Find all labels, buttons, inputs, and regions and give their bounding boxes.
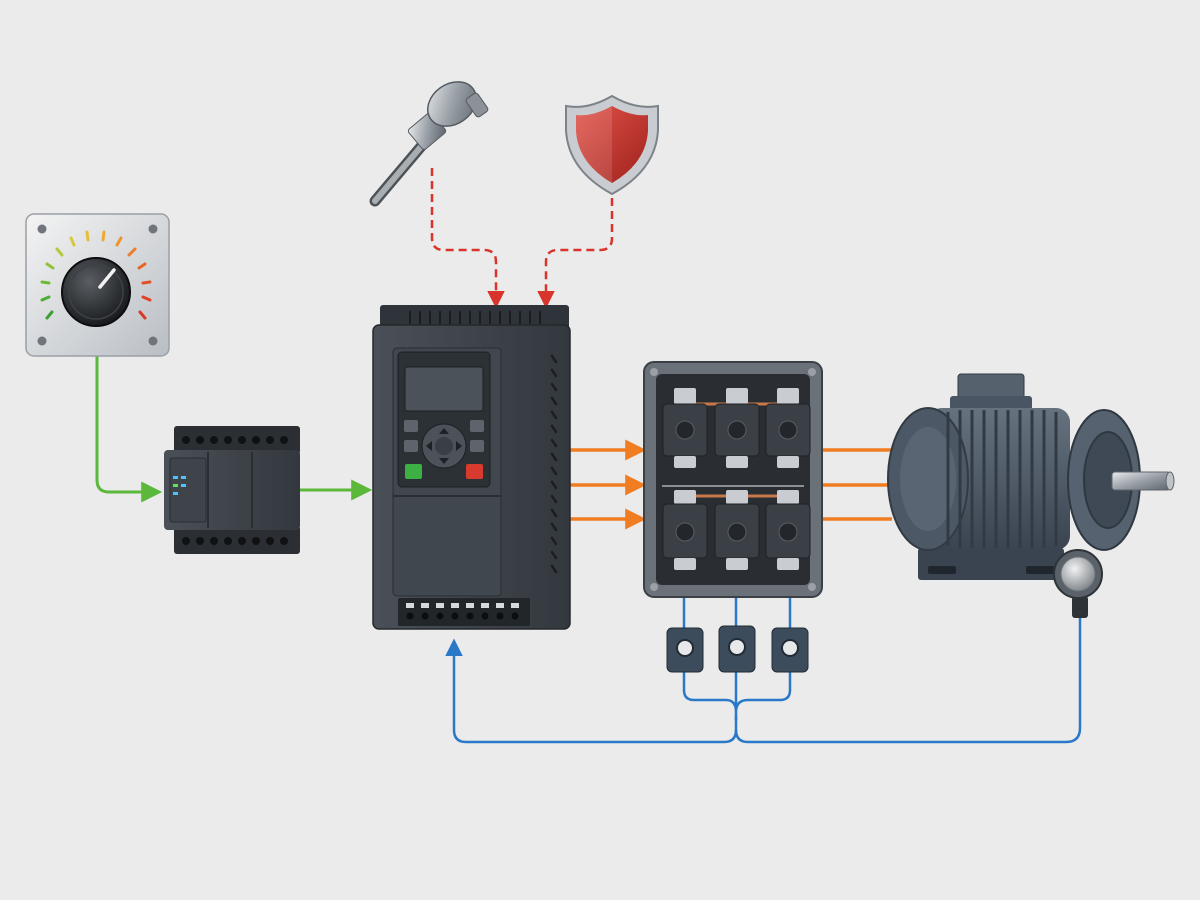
nav-left-icon[interactable]	[426, 441, 432, 451]
encoder-feedback-wire	[734, 615, 1082, 744]
variable-frequency-drive-icon[interactable]	[372, 305, 571, 630]
drive-stop-button[interactable]	[466, 464, 483, 479]
potentiometer-to-plc-wire	[95, 355, 163, 503]
nav-ok-button[interactable]	[435, 437, 453, 455]
current-transformer-1[interactable]	[666, 627, 704, 673]
speed-encoder-icon[interactable]	[1053, 549, 1103, 618]
wiring-layer	[95, 168, 1082, 744]
nav-right-icon[interactable]	[456, 441, 462, 451]
contactor-top-1[interactable]	[662, 388, 708, 468]
drive-right-key[interactable]	[470, 420, 484, 432]
protection-shield-icon[interactable]	[565, 94, 659, 196]
current-transformer-3[interactable]	[771, 627, 809, 673]
drive-run-button[interactable]	[405, 464, 422, 479]
current-transformer-icon[interactable]	[666, 625, 809, 673]
temperature-probe-to-drive-wire	[430, 168, 505, 309]
plc-controller-icon[interactable]	[164, 426, 300, 554]
drive-display-screen	[404, 366, 484, 412]
ct-bundle-wire	[682, 672, 792, 720]
contactor-bottom-2[interactable]	[714, 490, 760, 570]
electric-motor-icon[interactable]	[887, 373, 1175, 580]
drive-left-key-2[interactable]	[404, 440, 418, 452]
contactor-terminal-box-icon[interactable]	[643, 361, 823, 598]
contactor-top-2[interactable]	[714, 388, 760, 468]
protection-to-drive-wire	[537, 198, 614, 309]
potentiometer-dial-icon[interactable]	[25, 213, 170, 357]
temperature-probe-icon[interactable]	[369, 73, 489, 207]
drive-left-key[interactable]	[404, 420, 418, 432]
contactor-top-3[interactable]	[765, 388, 811, 468]
contactor-bottom-1[interactable]	[662, 490, 708, 570]
drive-right-key-2[interactable]	[470, 440, 484, 452]
nav-up-icon[interactable]	[439, 428, 449, 434]
contactor-bottom-3[interactable]	[765, 490, 811, 570]
nav-down-icon[interactable]	[439, 458, 449, 464]
current-transformer-2[interactable]	[718, 625, 756, 673]
